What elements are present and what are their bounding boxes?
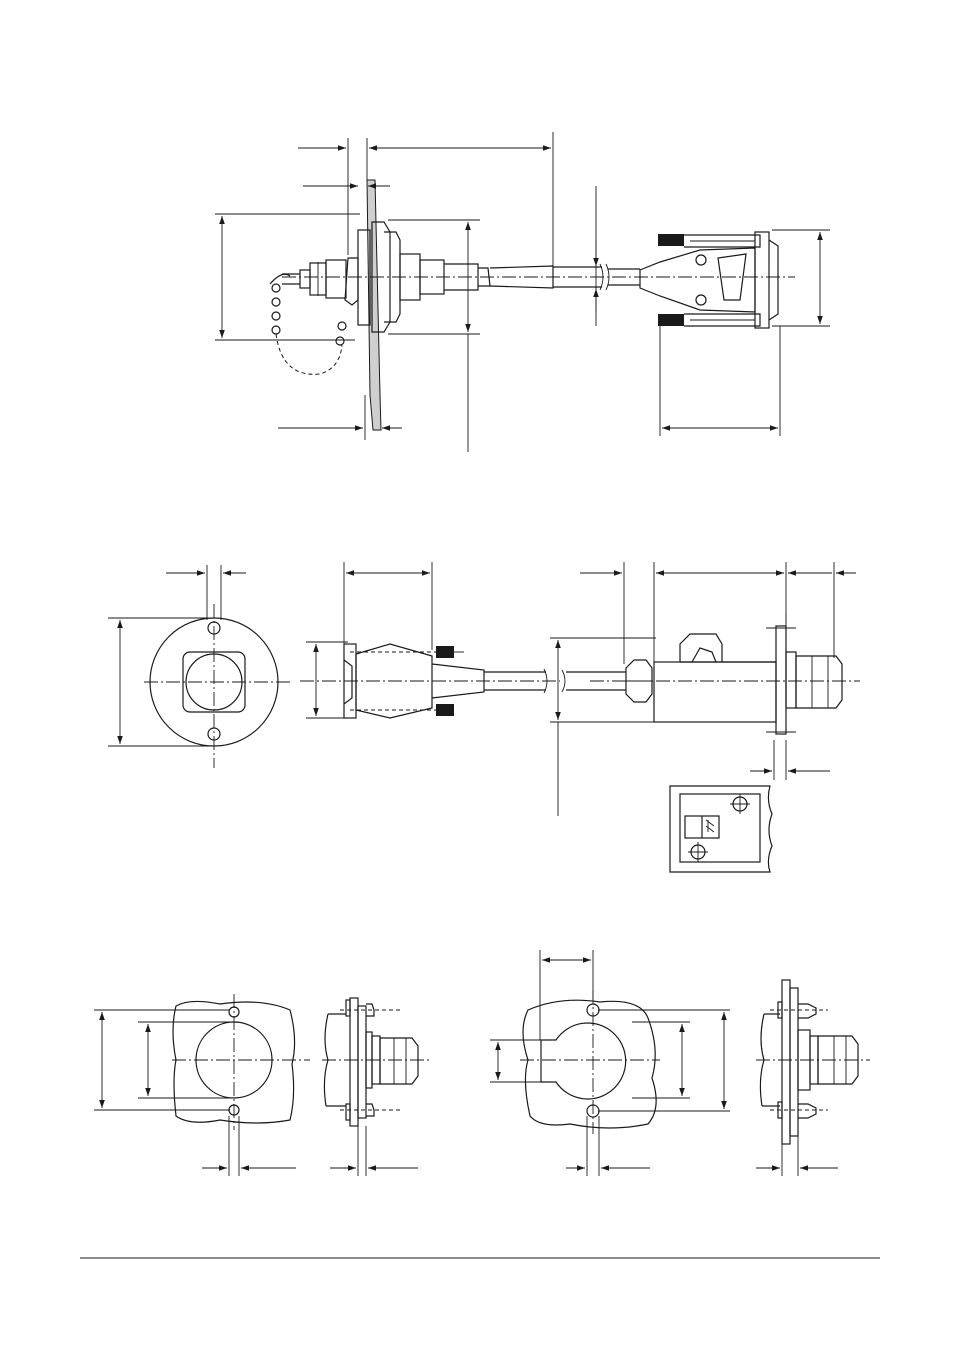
figure-panel-cutouts [94, 950, 870, 1176]
figure-cable-assembly [215, 132, 830, 452]
figure-connector-views [108, 562, 860, 873]
panel-wall [366, 179, 382, 431]
